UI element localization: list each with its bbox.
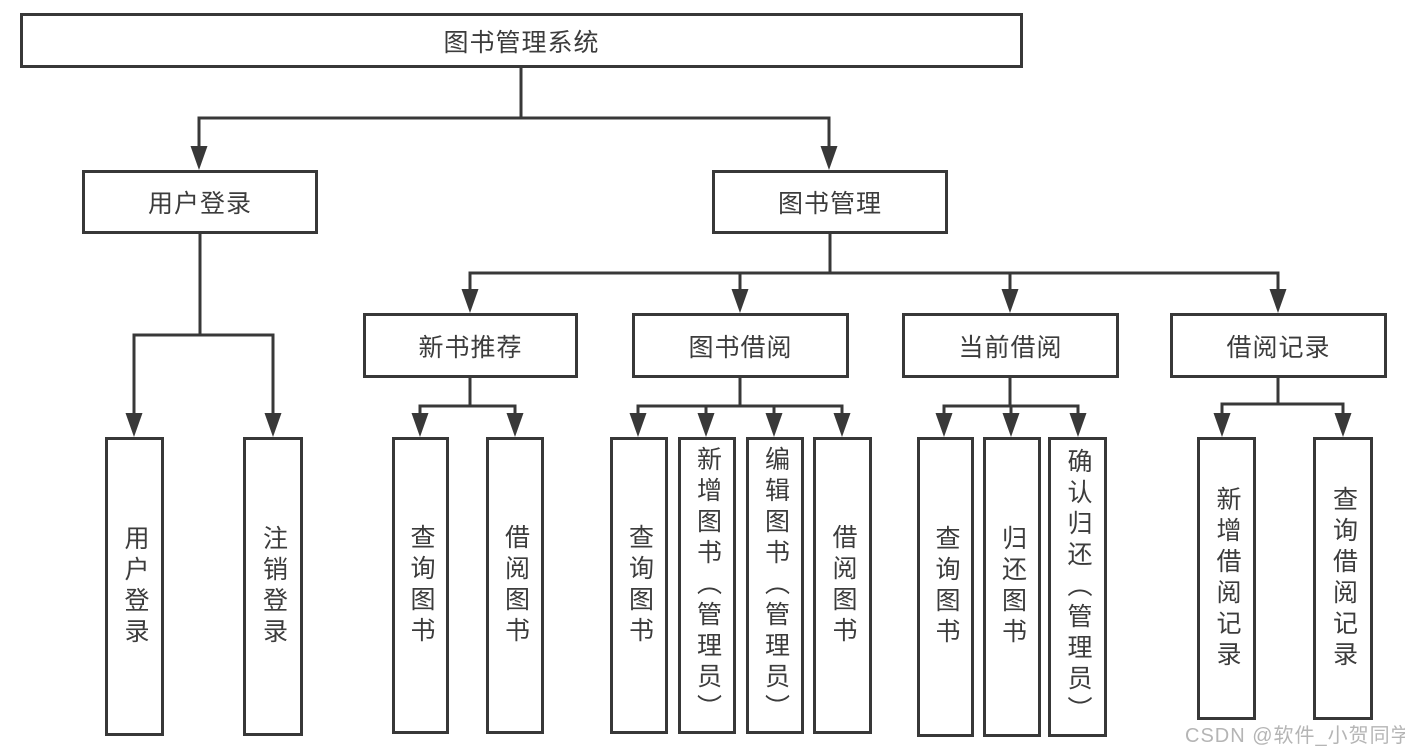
node-user-login: 用户登录 — [82, 170, 318, 234]
leaf-label: 新增图书（管理员） — [693, 446, 722, 725]
leaf-label: 归还图书 — [998, 525, 1027, 649]
leaf-label: 查询图书 — [407, 523, 435, 648]
leaf-user-login: 用户登录 — [105, 437, 164, 736]
leaf-edit-books-admin: 编辑图书（管理员） — [746, 437, 804, 734]
leaf-query-books-3: 查询图书 — [917, 437, 974, 737]
leaf-query-books-1: 查询图书 — [392, 437, 449, 734]
csdn-watermark: CSDN @软件_小贺同学 — [1185, 725, 1405, 747]
node-book-borrow: 图书借阅 — [632, 313, 849, 378]
node-book-management: 图书管理 — [712, 170, 948, 234]
leaf-confirm-return-admin: 确认归还（管理员） — [1048, 437, 1107, 737]
leaf-add-borrow-record: 新增借阅记录 — [1197, 437, 1256, 720]
leaf-add-books-admin: 新增图书（管理员） — [678, 437, 736, 734]
leaf-label: 查询图书 — [625, 523, 654, 648]
node-new-book-recommend: 新书推荐 — [363, 313, 578, 378]
leaf-label: 注销登录 — [259, 524, 288, 649]
leaf-label: 确认归还（管理员） — [1064, 447, 1092, 727]
leaf-label: 借阅图书 — [501, 523, 530, 648]
leaf-label: 新增借阅记录 — [1213, 485, 1241, 672]
leaf-label: 编辑图书（管理员） — [761, 446, 790, 725]
leaf-label: 借阅图书 — [829, 523, 857, 648]
leaf-logout: 注销登录 — [243, 437, 303, 736]
node-current-borrow: 当前借阅 — [902, 313, 1119, 378]
leaf-query-borrow-record: 查询借阅记录 — [1313, 437, 1373, 720]
arrowhead-icons — [125, 146, 1352, 437]
leaf-label: 查询借阅记录 — [1329, 485, 1358, 672]
node-root-library-system: 图书管理系统 — [20, 13, 1023, 68]
leaf-label: 用户登录 — [121, 524, 149, 649]
leaf-label: 查询图书 — [932, 525, 960, 649]
leaf-borrow-books-1: 借阅图书 — [486, 437, 544, 734]
leaf-borrow-books-2: 借阅图书 — [813, 437, 872, 734]
leaf-query-books-2: 查询图书 — [610, 437, 668, 734]
node-borrow-record: 借阅记录 — [1170, 313, 1387, 378]
leaf-return-books: 归还图书 — [983, 437, 1041, 737]
